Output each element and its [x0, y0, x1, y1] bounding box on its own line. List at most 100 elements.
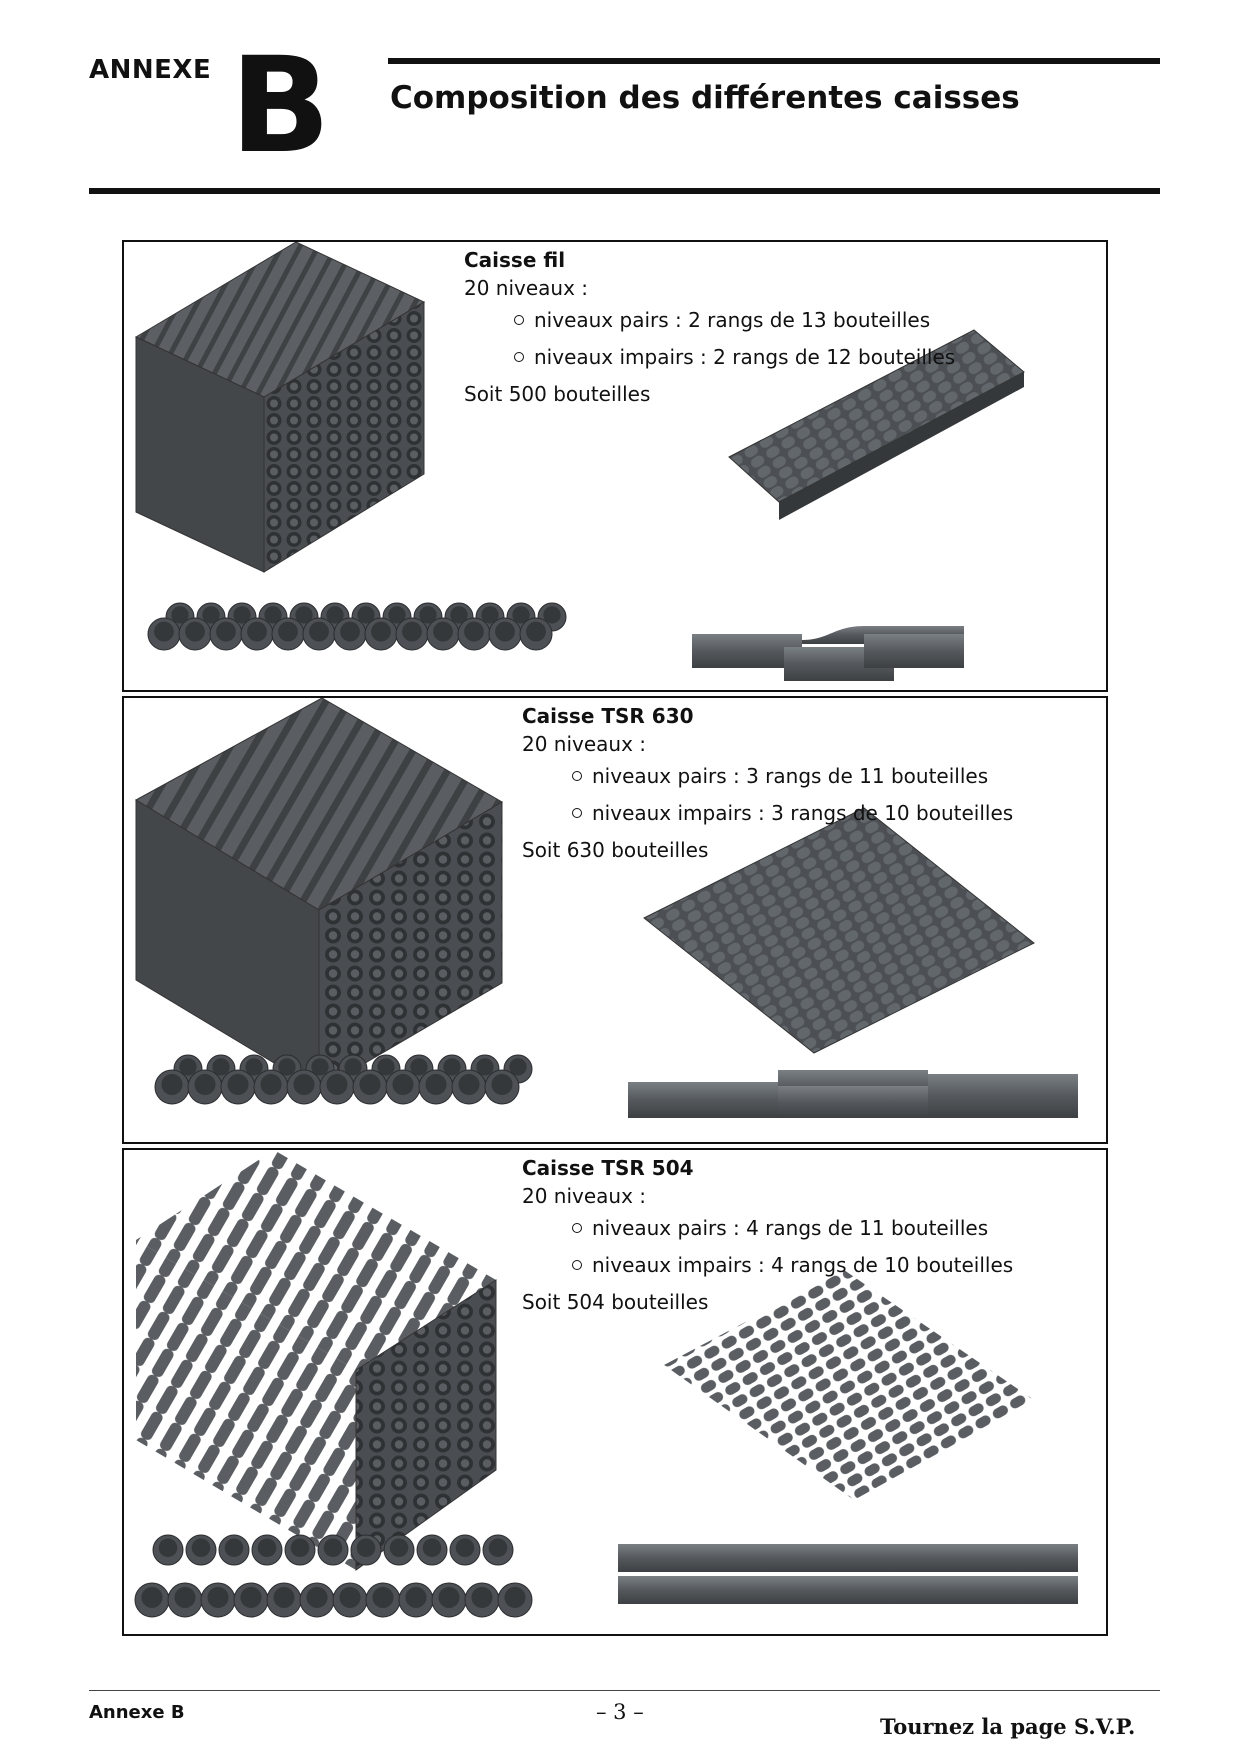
bottle-end-hollow — [207, 1586, 229, 1608]
bottle-end-hollow — [389, 1538, 409, 1558]
turn-page-note: Tournez la page S.V.P. — [880, 1714, 1136, 1739]
bottle-end-hollow — [509, 1058, 527, 1076]
stack-front-face — [318, 801, 503, 1091]
bottle-ends-rows — [134, 1534, 533, 1618]
bottle-end-hollow — [158, 1538, 178, 1558]
list-item: niveaux pairs : 2 rangs de 13 bouteilles — [512, 306, 955, 334]
bottle-end-hollow — [419, 606, 437, 624]
annexe-letter: B — [230, 29, 331, 183]
bottle-end-hollow — [372, 1586, 394, 1608]
bottle-end-hollow — [179, 1058, 197, 1076]
bottle-end-hollow — [154, 621, 174, 642]
list-item: niveaux impairs : 2 rangs de 12 bouteill… — [512, 343, 955, 371]
bottle-end-hollow — [377, 1058, 395, 1076]
bottle-end-hollow — [278, 621, 298, 642]
bottle-end-hollow — [212, 1058, 230, 1076]
caisse-tsr-504-illustrations — [134, 1150, 1078, 1618]
bottle-end-hollow — [216, 621, 236, 642]
bottle-end-hollow — [481, 606, 499, 624]
bottle-end-hollow — [202, 606, 220, 624]
bottle-end-hollow — [273, 1586, 295, 1608]
panel-caisse-tsr-504: Caisse TSR 504 20 niveaux : niveaux pair… — [122, 1148, 1108, 1636]
levels-line: 20 niveaux : — [522, 1184, 647, 1208]
stack-front-face — [263, 301, 425, 573]
bottle-end-hollow — [512, 606, 530, 624]
levels-line: 20 niveaux : — [522, 732, 647, 756]
bottle-end-hollow — [357, 606, 375, 624]
bottle-end-hollow — [278, 1058, 296, 1076]
page-number: – 3 – — [596, 1700, 644, 1724]
panel-title: Caisse fil — [464, 248, 566, 272]
bottle-end-hollow — [359, 1073, 381, 1095]
bottle-end-hollow — [240, 1586, 262, 1608]
bottle-end-hollow — [326, 1073, 348, 1095]
bottle-end-hollow — [388, 606, 406, 624]
bottle-end-hollow — [371, 621, 391, 642]
bottle-side-view — [628, 1070, 1078, 1118]
bottle-end-hollow — [422, 1538, 442, 1558]
bottle-end-hollow — [402, 621, 422, 642]
panel-caisse-tsr-630: Caisse TSR 630 20 niveaux : niveaux pair… — [122, 696, 1108, 1144]
total-line: Soit 504 bouteilles — [522, 1290, 709, 1314]
list-item: niveaux impairs : 4 rangs de 10 bouteill… — [570, 1251, 1013, 1279]
bottle-end-hollow — [458, 1073, 480, 1095]
bottle-end-hollow — [171, 606, 189, 624]
caisse-tsr-630-text: Caisse TSR 630 20 niveaux : niveaux pair… — [522, 702, 1013, 864]
bottle-side-view — [618, 1544, 1078, 1604]
bottle-end-hollow — [227, 1073, 249, 1095]
bottle-end-hollow — [356, 1538, 376, 1558]
bottle-end-hollow — [443, 1058, 461, 1076]
bottle-end-hollow — [260, 1073, 282, 1095]
total-line: Soit 500 bouteilles — [464, 382, 651, 406]
bottle-end-hollow — [309, 621, 329, 642]
bottle-end-hollow — [339, 1586, 361, 1608]
bottle-end-hollow — [290, 1538, 310, 1558]
bottle-end-hollow — [323, 1538, 343, 1558]
panel-caisse-fil: Caisse fil 20 niveaux : niveaux pairs : … — [122, 240, 1108, 692]
bottle-ends-row — [147, 602, 567, 651]
bottle-end-hollow — [185, 621, 205, 642]
bottle-end-hollow — [471, 1586, 493, 1608]
stack-front-face — [355, 1279, 497, 1571]
bottle-end-hollow — [311, 1058, 329, 1076]
bottle-end-hollow — [392, 1073, 414, 1095]
bottle-end-hollow — [543, 606, 561, 624]
caisse-tsr-504-text: Caisse TSR 504 20 niveaux : niveaux pair… — [522, 1154, 1013, 1316]
footer-annexe-label: Annexe B — [89, 1702, 185, 1723]
bottle-end-hollow — [247, 621, 267, 642]
stack-top — [136, 1150, 496, 1370]
panel-title: Caisse TSR 504 — [522, 1156, 694, 1180]
bottle-end-hollow — [224, 1538, 244, 1558]
stack-left-face — [136, 1240, 356, 1570]
bottle-end-hollow — [488, 1538, 508, 1558]
caisse-fil-text: Caisse fil 20 niveaux : niveaux pairs : … — [464, 246, 955, 408]
title-top-rule — [388, 58, 1160, 64]
bottle-end-hollow — [450, 606, 468, 624]
bottle-end-hollow — [425, 1073, 447, 1095]
bottle-end-hollow — [476, 1058, 494, 1076]
bottle-end-hollow — [141, 1586, 163, 1608]
annexe-label: ANNEXE — [89, 55, 212, 85]
bottle-end-hollow — [405, 1586, 427, 1608]
layer-view — [664, 1270, 1034, 1500]
bottle-end-hollow — [194, 1073, 216, 1095]
bottle-side-view — [692, 626, 964, 681]
layer-view — [643, 807, 1035, 1054]
bottle-end-hollow — [433, 621, 453, 642]
bottle-end-hollow — [491, 1073, 513, 1095]
bottle-end-hollow — [340, 621, 360, 642]
page-title: Composition des différentes caisses — [390, 80, 1020, 116]
bottle-end-hollow — [174, 1586, 196, 1608]
list-item: niveaux pairs : 3 rangs de 11 bouteilles — [570, 762, 1013, 790]
bottle-end-hollow — [245, 1058, 263, 1076]
caisse-tsr-630-illustrations — [134, 698, 1078, 1118]
caisse-fil-illustrations — [134, 242, 1025, 681]
total-line: Soit 630 bouteilles — [522, 838, 709, 862]
bottle-ends-row — [154, 1054, 533, 1105]
bottle-end-hollow — [257, 1538, 277, 1558]
bottle-end-hollow — [293, 1073, 315, 1095]
bottle-end-hollow — [161, 1073, 183, 1095]
footer-rule — [89, 1690, 1160, 1691]
panel-title: Caisse TSR 630 — [522, 704, 694, 728]
list-item: niveaux pairs : 4 rangs de 11 bouteilles — [570, 1214, 1013, 1242]
